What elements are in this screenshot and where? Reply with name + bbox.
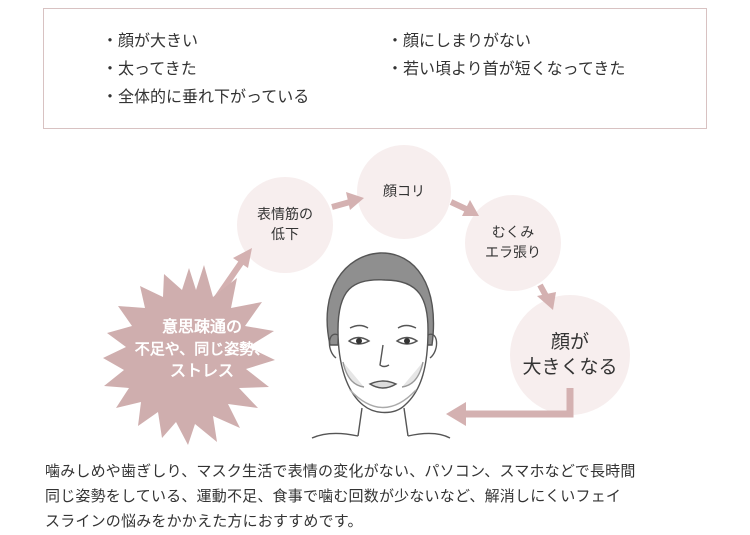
step-label: 表情筋の	[257, 207, 313, 223]
diagram-graphics	[103, 192, 574, 445]
symptom-box: ・顔が大きい ・太ってきた ・全体的に垂れ下がっている ・顔にしまりがない ・若…	[43, 8, 707, 129]
arrow-icon	[449, 199, 479, 216]
cycle-step-face-larger: 顔が 大きくなる	[510, 295, 630, 415]
cause-label: 意思疎通の	[161, 317, 242, 336]
cause-label: ストレス	[169, 361, 234, 380]
arrow-icon	[537, 283, 556, 310]
description-line: 同じ姿勢をしている、運動不足、食事で噛む回数が少ないなど、解消しにくいフェイ	[45, 487, 622, 505]
step-label: 低下	[271, 227, 299, 243]
description-line: 噛みしめや歯ぎしり、マスク生活で表情の変化がない、パソコン、スマホなどで長時間	[45, 462, 636, 480]
symptom-item: ・全体的に垂れ下がっている	[102, 87, 310, 106]
face-illustration	[311, 252, 451, 439]
description-text: 噛みしめや歯ぎしり、マスク生活で表情の変化がない、パソコン、スマホなどで長時間 …	[45, 459, 725, 534]
cause-burst: 意思疎通の 不足や、同じ姿勢、 ストレス	[122, 316, 282, 382]
return-arrow-icon	[446, 388, 574, 426]
step-label: 大きくなる	[522, 356, 618, 378]
symptom-item: ・太ってきた	[102, 59, 197, 78]
arrow-icon	[331, 192, 364, 210]
cause-label: 不足や、同じ姿勢、	[134, 340, 270, 358]
cycle-step-face-stiffness: 顔コリ	[357, 145, 451, 239]
symptom-item: ・若い頃より首が短くなってきた	[387, 59, 626, 78]
cycle-diagram: 表情筋の 低下 顔コリ むくみ エラ張り 顔が 大きくなる	[0, 140, 750, 450]
symptom-item: ・顔が大きい	[102, 31, 199, 50]
burst-shape	[103, 265, 275, 445]
step-label: 顔が	[550, 331, 589, 353]
step-label: エラ張り	[485, 245, 541, 261]
cycle-step-muscle-decline: 表情筋の 低下	[237, 177, 333, 273]
step-label: むくみ	[491, 225, 535, 241]
symptom-item: ・顔にしまりがない	[387, 31, 532, 50]
cycle-step-swelling: むくみ エラ張り	[465, 195, 561, 291]
description-line: スラインの悩みをかかえた方におすすめです。	[45, 512, 363, 530]
step-label: 顔コリ	[383, 184, 425, 200]
